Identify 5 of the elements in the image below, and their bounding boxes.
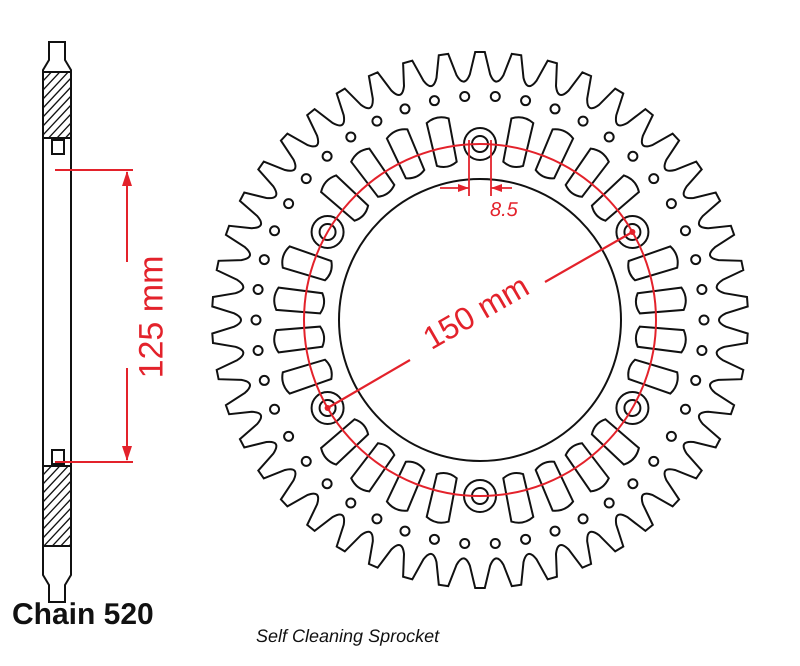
- caption: Self Cleaning Sprocket: [256, 627, 440, 645]
- dimension-label: 125 mm: [134, 256, 168, 378]
- dimension-label: 150 mm: [418, 269, 534, 355]
- chain-size-label: Chain 520: [12, 600, 154, 630]
- dimension-label: 8.5: [490, 200, 518, 220]
